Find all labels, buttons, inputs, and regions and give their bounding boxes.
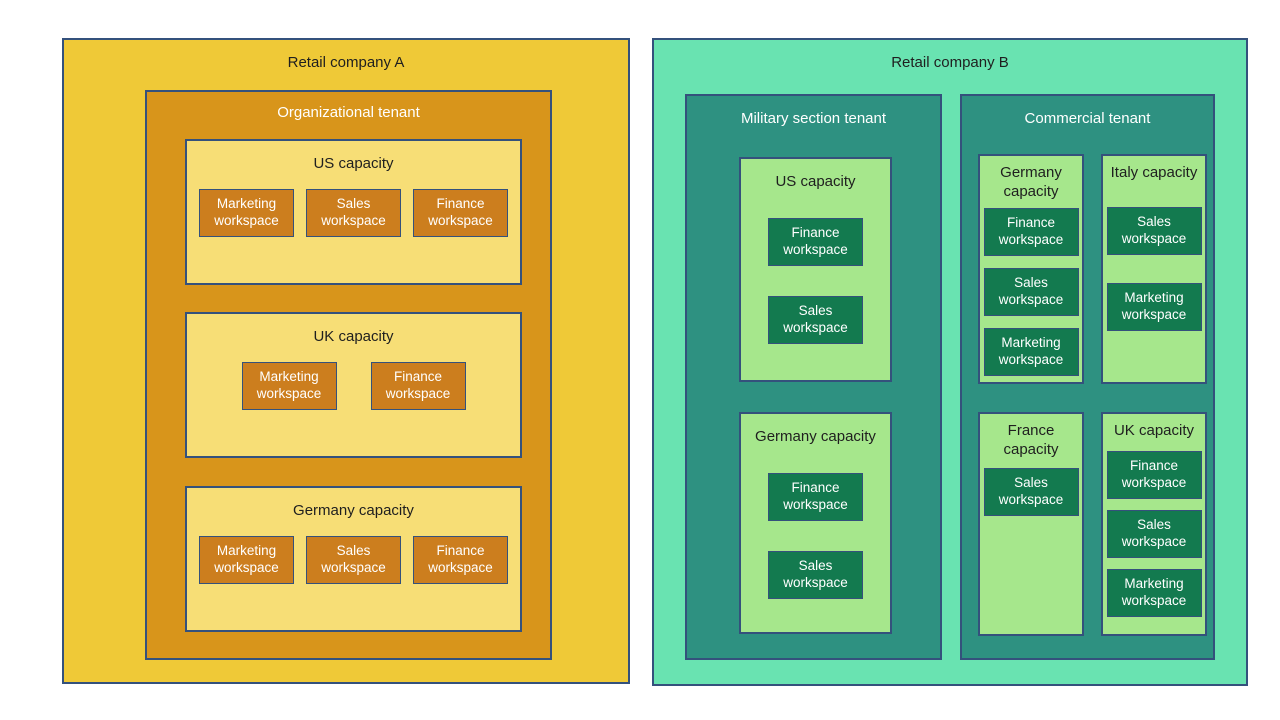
workspace-finance: Finance workspace — [768, 217, 863, 266]
workspace-sales: Sales workspace — [983, 267, 1079, 316]
workspace-sales: Sales workspace — [768, 295, 863, 344]
workspace-finance: Finance workspace — [1106, 450, 1202, 499]
capacity-box-us: US capacity Marketing workspace Sales wo… — [185, 139, 522, 285]
capacity-title: US capacity — [313, 155, 394, 172]
workspace-finance: Finance workspace — [768, 472, 863, 521]
workspace-column: Finance workspace Sales workspace Market… — [1103, 450, 1205, 617]
workspace-marketing: Marketing workspace — [241, 361, 337, 410]
workspace-marketing: Marketing workspace — [199, 188, 294, 237]
workspace-finance: Finance workspace — [413, 188, 508, 237]
capacity-box-germany: Germany capacity Finance workspace Sales… — [739, 412, 892, 634]
workspace-column: Finance workspace Sales workspace — [741, 217, 890, 344]
capacity-title: Germany capacity — [755, 428, 876, 445]
workspace-finance: Finance workspace — [983, 207, 1079, 256]
workspace-row: Marketing workspace Sales workspace Fina… — [187, 188, 520, 237]
tenant-box-military: Military section tenant US capacity Fina… — [685, 94, 942, 660]
workspace-sales: Sales workspace — [983, 467, 1079, 516]
workspace-marketing: Marketing workspace — [1106, 282, 1202, 331]
tenant-title: Organizational tenant — [277, 104, 420, 121]
capacity-title: Germany capacity — [293, 502, 414, 519]
capacity-title: France capacity — [1003, 422, 1059, 458]
workspace-sales: Sales workspace — [306, 188, 401, 237]
workspace-row: Marketing workspace Finance workspace — [187, 361, 520, 410]
workspace-marketing: Marketing workspace — [1106, 568, 1202, 617]
workspace-marketing: Marketing workspace — [199, 535, 294, 584]
capacity-title: UK capacity — [1113, 422, 1195, 439]
capacity-box-uk: UK capacity Marketing workspace Finance … — [185, 312, 522, 458]
workspace-finance: Finance workspace — [413, 535, 508, 584]
workspace-sales: Sales workspace — [768, 550, 863, 599]
capacity-box-germany: Germany capacity Finance workspace Sales… — [978, 154, 1084, 384]
tenant-title: Commercial tenant — [1024, 110, 1151, 127]
capacity-box-france: France capacity Sales workspace — [978, 412, 1084, 636]
tenant-title: Military section tenant — [740, 110, 887, 127]
capacity-title: Germany capacity — [1000, 164, 1062, 200]
company-box-retail-a: Retail company A Organizational tenant U… — [62, 38, 630, 684]
workspace-column: Sales workspace — [980, 467, 1082, 516]
capacity-box-germany: Germany capacity Marketing workspace Sal… — [185, 486, 522, 632]
capacity-title: US capacity — [775, 173, 856, 190]
company-title: Retail company A — [287, 54, 405, 71]
workspace-marketing: Marketing workspace — [983, 327, 1079, 376]
workspace-column: Sales workspace Marketing workspace — [1103, 206, 1205, 331]
tenant-box-commercial: Commercial tenant Germany capacity Finan… — [960, 94, 1215, 660]
capacity-box-us: US capacity Finance workspace Sales work… — [739, 157, 892, 382]
company-box-retail-b: Retail company B Military section tenant… — [652, 38, 1248, 686]
workspace-row: Marketing workspace Sales workspace Fina… — [187, 535, 520, 584]
workspace-column: Finance workspace Sales workspace Market… — [980, 207, 1082, 376]
workspace-sales: Sales workspace — [1106, 509, 1202, 558]
company-title: Retail company B — [891, 54, 1009, 71]
capacity-box-uk: UK capacity Finance workspace Sales work… — [1101, 412, 1207, 636]
workspace-sales: Sales workspace — [306, 535, 401, 584]
workspace-column: Finance workspace Sales workspace — [741, 472, 890, 599]
tenant-box-organizational: Organizational tenant US capacity Market… — [145, 90, 552, 660]
workspace-finance: Finance workspace — [370, 361, 466, 410]
workspace-sales: Sales workspace — [1106, 206, 1202, 255]
capacity-title: UK capacity — [313, 328, 394, 345]
capacity-title: Italy capacity — [1110, 164, 1198, 181]
capacity-box-italy: Italy capacity Sales workspace Marketing… — [1101, 154, 1207, 384]
